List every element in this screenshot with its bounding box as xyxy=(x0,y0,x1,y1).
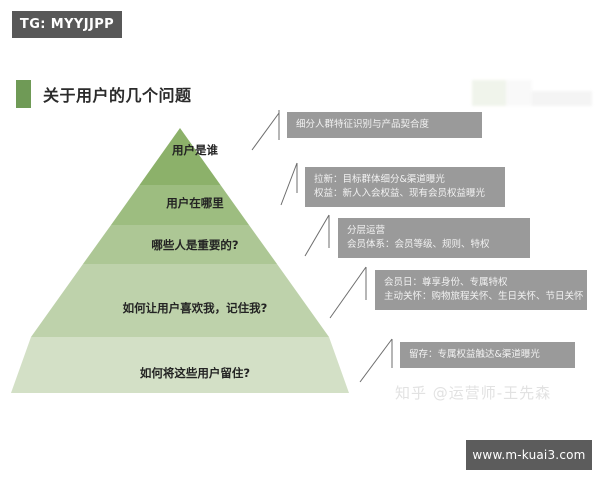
annotation-box-1: 细分人群特征识别与产品契合度 xyxy=(287,112,482,138)
watermark: 知乎 @运营师-王先森 xyxy=(395,384,552,402)
faded-logo-block-b xyxy=(506,80,532,106)
annotation-box-3-line-1: 分层运营 xyxy=(347,225,386,236)
annotation-box-4-line-2: 主动关怀：购物旅程关怀、生日关怀、节日关怀 xyxy=(384,290,584,302)
pyramid-tier-1 xyxy=(139,128,221,185)
annotation-box-2-line-1: 拉新：目标群体细分&渠道曝光 xyxy=(314,174,445,185)
annotation-box-5-line-1: 留存：专属权益触达&渠道曝光 xyxy=(409,349,540,360)
faded-logo-block-a xyxy=(472,80,506,106)
annotation-box-5: 留存：专属权益触达&渠道曝光 xyxy=(400,342,575,368)
faded-logo-block-c xyxy=(532,91,592,106)
annotation-box-3: 分层运营 会员体系：会员等级、规则、特权 xyxy=(338,218,530,258)
pyramid-tier-2 xyxy=(111,185,249,225)
annotation-box-2: 拉新：目标群体细分&渠道曝光 权益：新人入会权益、现有会员权益曝光 xyxy=(305,167,505,207)
annotation-box-4-line-1: 会员日：尊享身份、专属特权 xyxy=(384,277,508,288)
pyramid-tier-5 xyxy=(11,337,349,393)
pyramid-shape xyxy=(11,128,349,393)
annotation-box-3-line-2: 会员体系：会员等级、规则、特权 xyxy=(347,238,490,250)
faded-logo xyxy=(472,80,592,106)
annotation-box-4: 会员日：尊享身份、专属特权 主动关怀：购物旅程关怀、生日关怀、节日关怀 xyxy=(375,270,587,310)
pyramid-diagram: 用户是谁 用户在哪里 哪些人是重要的? 如何让用户喜欢我，记住我? 如何将这些用… xyxy=(0,120,390,405)
title-marker-icon xyxy=(16,80,31,108)
annotation-box-1-line-1: 细分人群特征识别与产品契合度 xyxy=(296,119,430,130)
pyramid-tier-4 xyxy=(31,264,329,337)
page-title-label: 关于用户的几个问题 xyxy=(43,86,192,105)
page-title: 关于用户的几个问题 xyxy=(16,80,192,108)
annotation-box-2-line-2: 权益：新人入会权益、现有会员权益曝光 xyxy=(314,187,486,199)
url-badge: www.m-kuai3.com xyxy=(466,440,592,470)
pyramid-tier-3 xyxy=(83,225,277,264)
tg-badge: TG: MYYJJPP xyxy=(12,11,122,38)
